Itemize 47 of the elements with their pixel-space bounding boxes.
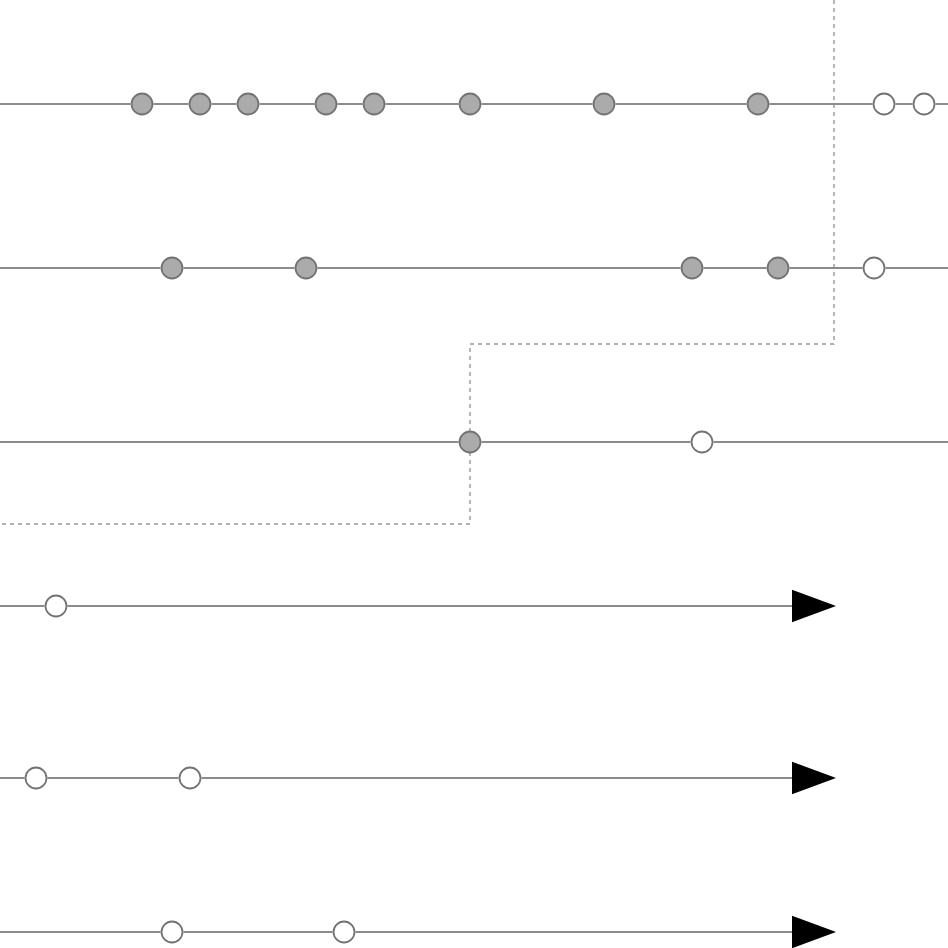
timeline-circle	[178, 766, 202, 790]
timeline-segment	[788, 267, 864, 269]
timeline-segment	[614, 103, 748, 105]
timeline-dot	[294, 256, 318, 280]
timeline-circle	[912, 92, 936, 116]
timeline-segment	[0, 103, 132, 105]
timeline-circle	[44, 594, 68, 618]
timeline-circle	[332, 920, 356, 944]
timeline-dot	[236, 92, 260, 116]
timeline-segment	[712, 441, 948, 443]
timeline-segment	[0, 931, 162, 933]
timeline-segment	[702, 267, 768, 269]
timeline-dot	[160, 256, 184, 280]
timeline-circle	[160, 920, 184, 944]
timeline-circle	[24, 766, 48, 790]
timeline-segment	[480, 103, 594, 105]
timeline-dot	[680, 256, 704, 280]
timeline-dot	[592, 92, 616, 116]
timeline-dot	[746, 92, 770, 116]
timeline-segment	[152, 103, 190, 105]
timeline-dot	[362, 92, 386, 116]
timeline-segment	[0, 441, 460, 443]
timeline-segment	[316, 267, 682, 269]
timeline-dot	[458, 430, 482, 454]
timeline-dot	[130, 92, 154, 116]
timeline-segment	[182, 931, 334, 933]
timeline-circle	[862, 256, 886, 280]
timeline-circle	[690, 430, 714, 454]
timeline-segment	[210, 103, 238, 105]
timeline-segment	[0, 777, 26, 779]
timeline-segment	[46, 777, 180, 779]
timeline-dot	[188, 92, 212, 116]
timeline-segment	[182, 267, 296, 269]
timeline-segment	[384, 103, 460, 105]
timeline-segment	[480, 441, 692, 443]
timeline-dot	[766, 256, 790, 280]
timeline-segment	[884, 267, 948, 269]
timeline-segment	[258, 103, 316, 105]
timeline-segment	[768, 103, 874, 105]
timeline-dot	[314, 92, 338, 116]
timeline-segment	[0, 267, 162, 269]
timeline-segment	[934, 103, 948, 105]
timeline-dot	[458, 92, 482, 116]
timeline-circle	[872, 92, 896, 116]
timeline-segment	[0, 605, 46, 607]
timeline-segment	[894, 103, 914, 105]
timeline-segment	[336, 103, 364, 105]
